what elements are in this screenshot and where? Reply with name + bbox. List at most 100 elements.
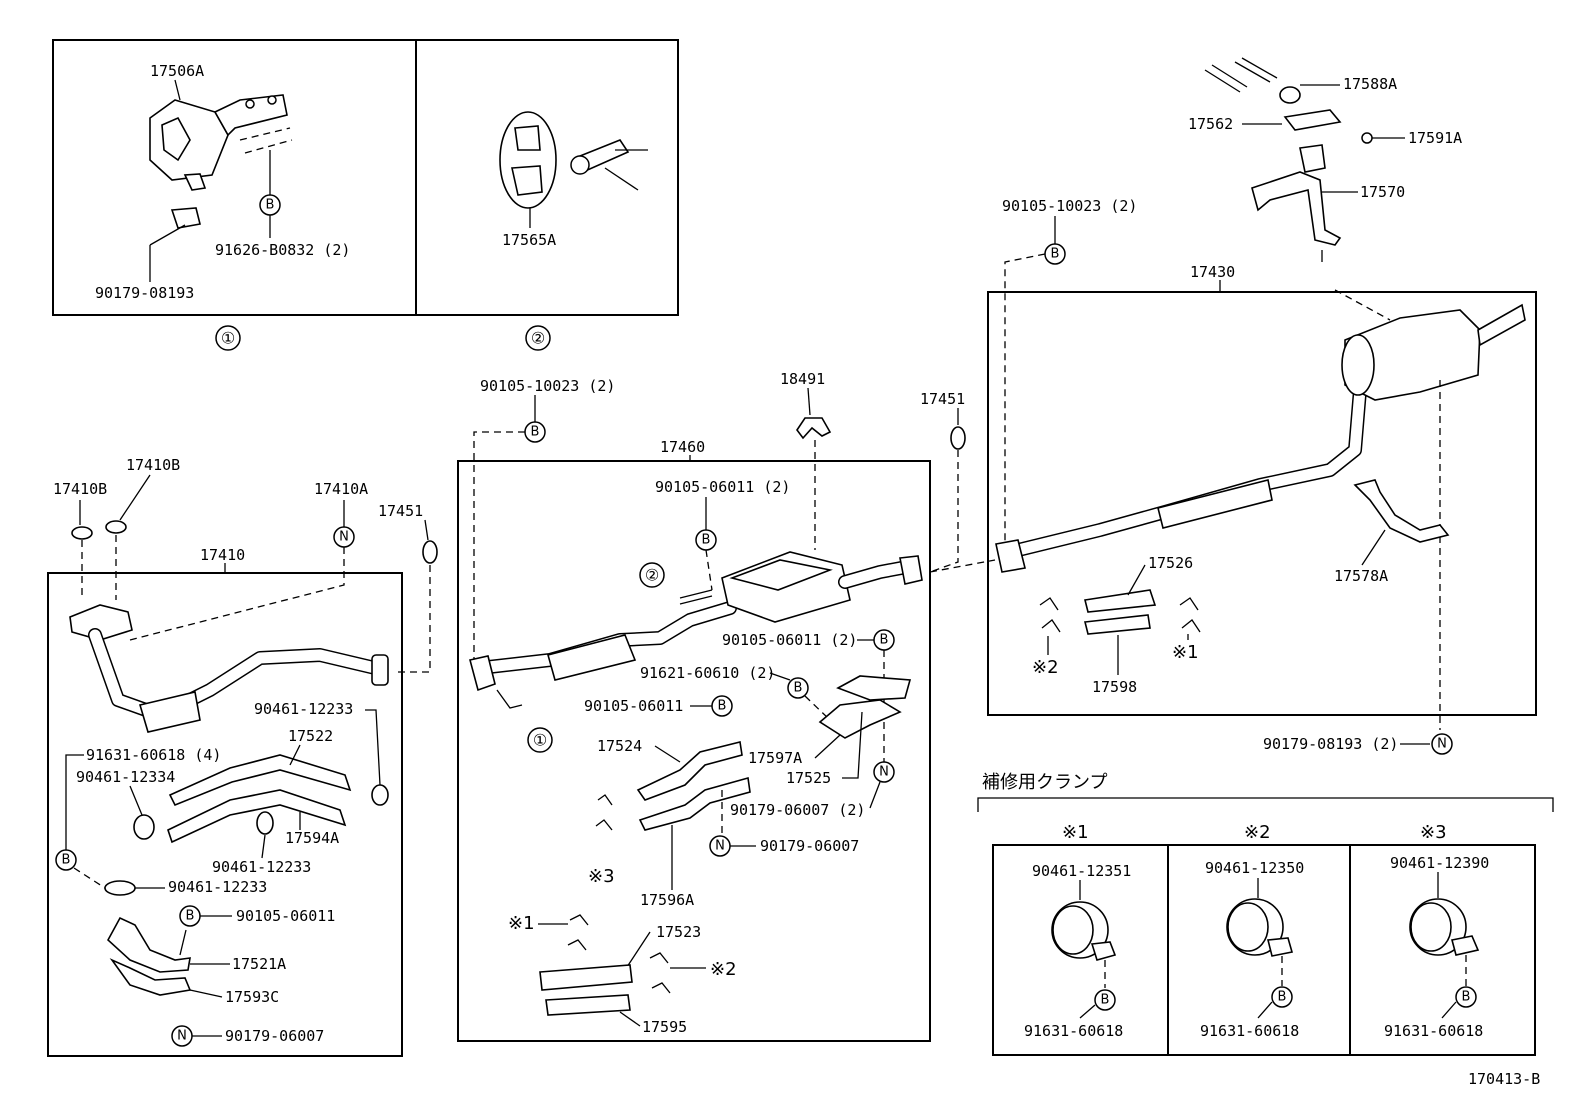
center-mark-1-label: ※1 bbox=[508, 913, 535, 934]
center-to-tail-dashed bbox=[929, 559, 996, 573]
front-bolt-b-dashed bbox=[73, 867, 106, 889]
clamp-3-bolt-mark: B bbox=[1462, 990, 1471, 1005]
clamp-2-illustration bbox=[1226, 898, 1294, 986]
front-ring-icon bbox=[422, 540, 438, 564]
center-bracket-18491-label: 18491 bbox=[780, 370, 825, 388]
inset-2-frame bbox=[415, 39, 679, 316]
tail-bracket-17562-label: 17562 bbox=[1188, 115, 1233, 133]
center-inset-2-marker-icon bbox=[639, 562, 665, 588]
center-mark-3-label: ※3 bbox=[588, 866, 615, 887]
center-bolt-10023-label: 90105-10023 (2) bbox=[480, 377, 615, 395]
center-bolt-10023-mark: B bbox=[531, 425, 540, 440]
front-nut-mark-n: N bbox=[339, 530, 349, 545]
center-ring-17451-label: 17451 bbox=[920, 390, 965, 408]
center-bolt-dashed-guide bbox=[473, 431, 525, 660]
center-bolt-06011-b-mark: B bbox=[880, 633, 889, 648]
center-bolt-06011-a-mark: B bbox=[702, 533, 711, 548]
center-nut-06007-2-label: 90179-06007 (2) bbox=[730, 801, 865, 819]
tail-nut-08193-mark-icon bbox=[1431, 733, 1453, 755]
repair-clamps-frame bbox=[992, 844, 1536, 1056]
center-ring-icon bbox=[950, 426, 966, 450]
tail-nut-08193-label: 90179-08193 (2) bbox=[1263, 735, 1398, 753]
center-bolt-60610-label: 91621-60610 (2) bbox=[640, 664, 775, 682]
center-insulator-17597a-leader bbox=[814, 734, 841, 759]
center-bracket-18491-icon bbox=[796, 417, 832, 440]
center-middle-insulators-illustration bbox=[595, 741, 751, 835]
center-nut-06007-2-leader bbox=[869, 781, 881, 809]
front-insulator-17521a-label: 17521A bbox=[232, 955, 286, 973]
front-ring-leader bbox=[424, 519, 429, 541]
clamp-1-leader-bottom bbox=[1079, 1004, 1096, 1019]
tail-insulator-17526-label: 17526 bbox=[1148, 554, 1193, 572]
bolt-mark-b-text: B bbox=[266, 198, 275, 213]
front-clamp-60618-leader bbox=[65, 754, 84, 850]
tail-nut-08193-mark: N bbox=[1437, 737, 1447, 752]
center-upper-insulators-illustration bbox=[818, 675, 912, 739]
center-inset-2-marker: ② bbox=[645, 566, 659, 585]
front-pipe-title: 17410 bbox=[200, 546, 245, 564]
front-gasket-b1-label: 17410B bbox=[53, 480, 107, 498]
center-bolt-06011-c-mark: B bbox=[718, 699, 727, 714]
tail-hanger-parts-illustration bbox=[1204, 57, 1391, 321]
repair-clamps-title: 補修用クランプ bbox=[982, 772, 1107, 793]
center-insulator-17524-label: 17524 bbox=[597, 737, 642, 755]
clamp-1-bolt-mark: B bbox=[1101, 993, 1110, 1008]
inset-1-marker: ① bbox=[221, 329, 235, 348]
center-bolt-60610-leader bbox=[769, 672, 791, 681]
center-bolt-06011-b-label: 90105-06011 (2) bbox=[722, 631, 857, 649]
inset-1-frame bbox=[52, 39, 417, 316]
front-clamp-12233-top-label: 90461-12233 bbox=[254, 700, 353, 718]
tail-insulators-illustration bbox=[1039, 479, 1450, 635]
front-bolt-06011-mark: B bbox=[186, 909, 195, 924]
front-clamp-12334-label: 90461-12334 bbox=[76, 768, 175, 786]
tail-support-17570-label: 17570 bbox=[1360, 183, 1405, 201]
center-insulator-17525-label: 17525 bbox=[786, 769, 831, 787]
inset-1-label-c: 90179-08193 bbox=[95, 284, 194, 302]
tail-pipe-title: 17430 bbox=[1190, 263, 1235, 281]
tail-bolt-10023-mark: B bbox=[1051, 247, 1060, 262]
tail-cushion-17588a-label: 17588A bbox=[1343, 75, 1397, 93]
center-insulator-17597a-label: 17597A bbox=[748, 749, 802, 767]
center-nut-06007-mark: N bbox=[715, 839, 725, 854]
front-clamp-12233-top-leader bbox=[365, 709, 381, 786]
front-lower-insulators-illustration bbox=[106, 916, 192, 996]
front-insulator-17594a-label: 17594A bbox=[285, 829, 339, 847]
center-catalytic-converter-illustration bbox=[469, 551, 923, 709]
center-bolt-06011-a-dashed bbox=[705, 549, 713, 591]
tail-nut-17591a-label: 17591A bbox=[1408, 129, 1462, 147]
center-insulator-17525-leader bbox=[842, 711, 863, 779]
clamp-2-bolt-mark: B bbox=[1278, 990, 1287, 1005]
diagram-id: 170413-B bbox=[1468, 1070, 1540, 1088]
clamp-1-mark: ※1 bbox=[1062, 822, 1089, 843]
inset-2-marker: ② bbox=[531, 329, 545, 348]
inset-2-marker-icon bbox=[525, 325, 551, 351]
tail-bolt-10023-label: 90105-10023 (2) bbox=[1002, 197, 1137, 215]
center-nut-06007-2-mark-icon bbox=[873, 761, 895, 783]
front-insulator-17593c-leader bbox=[189, 989, 223, 998]
front-clamp-60618-label: 91631-60618 (4) bbox=[86, 746, 221, 764]
tail-mark-2-label: ※2 bbox=[1032, 657, 1059, 678]
clamp-2-part: 90461-12350 bbox=[1205, 859, 1304, 877]
repair-clamps-bracket bbox=[977, 797, 1554, 812]
center-insulator-17595-label: 17595 bbox=[642, 1018, 687, 1036]
center-bolt-60610-mark-icon bbox=[787, 677, 809, 699]
front-heat-insulators-illustration bbox=[104, 754, 389, 896]
front-clamp-12233-mid-label: 90461-12233 bbox=[212, 858, 311, 876]
front-bolt-b-mark: B bbox=[62, 853, 71, 868]
center-insulator-17595-leader bbox=[619, 1011, 641, 1027]
center-insulator-17523-leader bbox=[624, 931, 651, 971]
center-insulator-17596a-label: 17596A bbox=[640, 891, 694, 909]
center-pipe-title: 17460 bbox=[660, 438, 705, 456]
front-nut-06007-label: 90179-06007 bbox=[225, 1027, 324, 1045]
inset-1-label-a: 17506A bbox=[150, 62, 204, 80]
front-ring-dashed-guide bbox=[395, 565, 431, 673]
clamp-1-bolt: 91631-60618 bbox=[1024, 1022, 1123, 1040]
center-bolt-06011-c-label: 90105-06011 bbox=[584, 697, 683, 715]
clamp-2-bolt: 91631-60618 bbox=[1200, 1022, 1299, 1040]
tail-bolt-dashed bbox=[1004, 253, 1046, 550]
clamp-3-leader-bottom bbox=[1441, 1001, 1457, 1019]
tail-support-17578a-label: 17578A bbox=[1334, 567, 1388, 585]
front-bolt-b-mark-icon bbox=[55, 849, 77, 871]
inset-1-label-b: 91626-B0832 (2) bbox=[215, 241, 350, 259]
front-clamp-12233-low-label: 90461-12233 bbox=[168, 878, 267, 896]
